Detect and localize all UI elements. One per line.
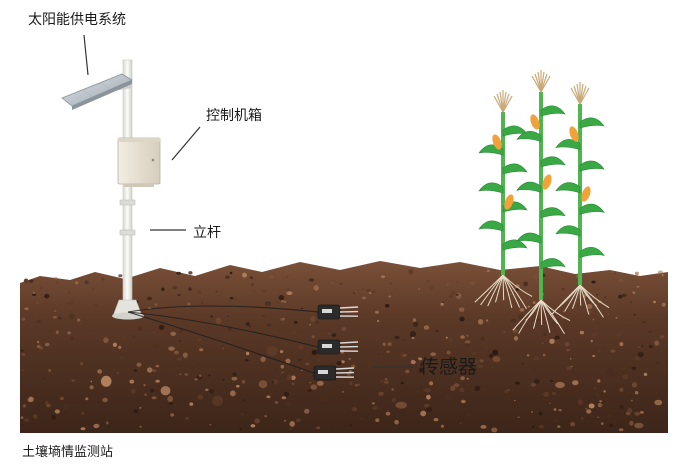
- figure-caption: 土壤墒情监测站: [22, 441, 113, 460]
- solar-panel-icon: [62, 74, 132, 110]
- sensor-label: 传感器: [420, 352, 477, 379]
- pole-label: 立杆: [193, 222, 221, 242]
- control-box-icon: [118, 138, 160, 187]
- solar-leader-line: [84, 35, 88, 75]
- control-leader-line: [172, 127, 200, 160]
- solar-power-label: 太阳能供电系统: [28, 9, 126, 29]
- control-box-label: 控制机箱: [206, 105, 262, 125]
